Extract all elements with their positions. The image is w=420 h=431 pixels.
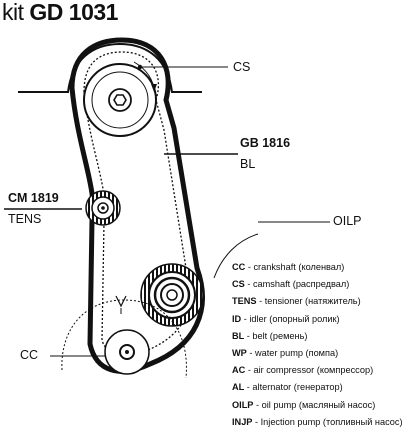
legend-text: Injection pump (топливный насос): [260, 416, 403, 427]
legend-row: AL - alternator (генератор): [232, 382, 343, 393]
label-oilp: OILP: [333, 214, 362, 228]
legend-code: TENS: [232, 296, 257, 307]
kit-title: kit GD 1031: [2, 0, 118, 26]
legend-row: AC - air compressor (компрессор): [232, 365, 374, 376]
legend-code: AC: [232, 365, 246, 376]
oil-pump-rotation-arc: [213, 233, 259, 279]
legend-row: WP - water pump (помпа): [232, 348, 339, 359]
hex-bolt-icon: [113, 94, 127, 106]
legend: CC - crankshaft (коленвал) CS - camshaft…: [232, 259, 403, 431]
crankshaft-pulley: [104, 329, 150, 375]
label-cm-type: TENS: [8, 212, 42, 226]
legend-code: BL: [232, 330, 245, 341]
legend-row: OILP - oil pump (масляный насос): [232, 399, 376, 410]
legend-text: tensioner (натяжитель): [264, 296, 361, 307]
legend-text: oil pump (масляный насос): [261, 399, 376, 410]
tensioner-pulley: [85, 190, 121, 226]
oil-pump-pulley: [140, 263, 204, 327]
legend-text: camshaft (распредвал): [252, 279, 350, 290]
legend-row: CC - crankshaft (коленвал): [232, 262, 345, 272]
label-gb-type: BL: [240, 157, 256, 171]
label-cc: CC: [20, 348, 39, 362]
label-cm-code: CM 1819: [8, 191, 59, 205]
legend-text: idler (опорный ролик): [249, 313, 340, 324]
crankshaft-timing-mark: [115, 295, 127, 308]
legend-text: water pump (помпа): [254, 348, 339, 359]
legend-row: BL - belt (ремень): [232, 330, 308, 341]
kit-code: GD 1031: [29, 0, 118, 25]
legend-row: INJP - Injection pump (топливный насос): [232, 416, 403, 427]
legend-text: alternator (генератор): [252, 382, 343, 393]
legend-code: ID: [232, 313, 242, 324]
legend-code: AL: [232, 382, 245, 393]
legend-text: crankshaft (коленвал): [253, 262, 345, 272]
camshaft-pulley: [83, 63, 157, 137]
legend-row: TENS - tensioner (натяжитель): [232, 296, 361, 307]
legend-code: INJP: [232, 416, 253, 427]
legend-code: OILP: [232, 399, 254, 410]
legend-code: CC: [232, 262, 246, 272]
legend-text: belt (ремень): [252, 330, 308, 341]
legend-text: air compressor (компрессор): [253, 365, 374, 376]
camshaft-rotation-arrow: [133, 61, 156, 95]
legend-code: WP: [232, 348, 247, 359]
label-gb-code: GB 1816: [240, 136, 291, 150]
kit-prefix: kit: [2, 0, 24, 25]
legend-code: CS: [232, 279, 245, 290]
legend-row: ID - idler (опорный ролик): [232, 313, 340, 324]
legend-row: CS - camshaft (распредвал): [232, 279, 350, 290]
label-cs: CS: [233, 60, 251, 74]
belt-drive-diagram: [4, 37, 330, 379]
